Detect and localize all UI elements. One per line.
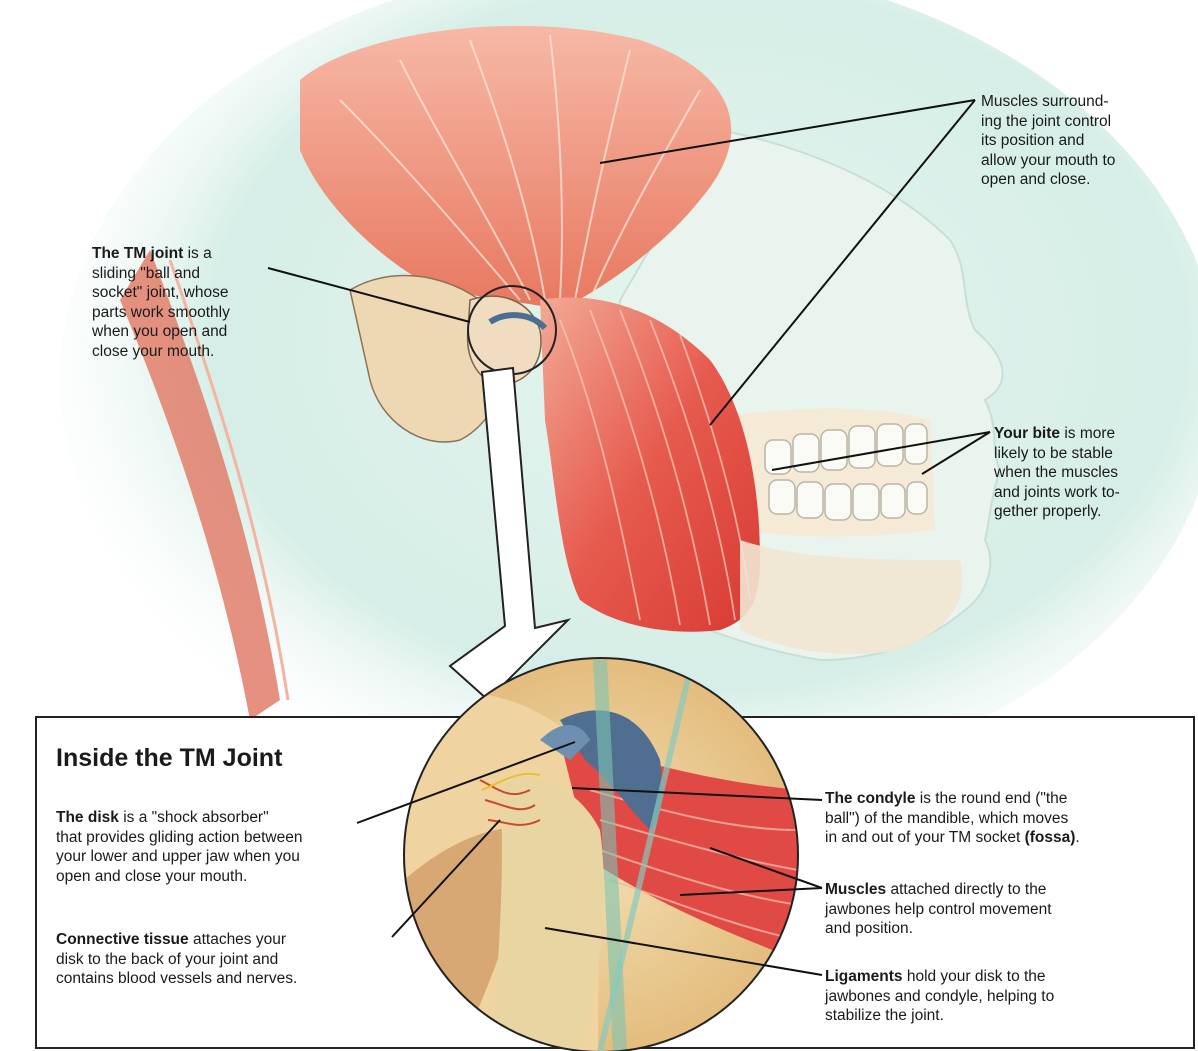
label-bite: Your bite is more likely to be stable wh… <box>994 424 1120 522</box>
label-muscles-surrounding: Muscles surround- ing the joint control … <box>981 92 1115 190</box>
label-connective-tissue: Connective tissue attaches your disk to … <box>56 930 297 989</box>
inset-title: Inside the TM Joint <box>56 744 282 773</box>
label-muscles-attached: Muscles attached directly to the jawbone… <box>825 880 1052 939</box>
label-disk: The disk is a "shock absorber" that prov… <box>56 808 302 886</box>
label-condyle: The condyle is the round end ("the ball"… <box>825 789 1080 848</box>
label-tm-joint: The TM joint is a sliding "ball and sock… <box>92 244 230 361</box>
label-ligaments: Ligaments hold your disk to the jawbones… <box>825 967 1054 1026</box>
